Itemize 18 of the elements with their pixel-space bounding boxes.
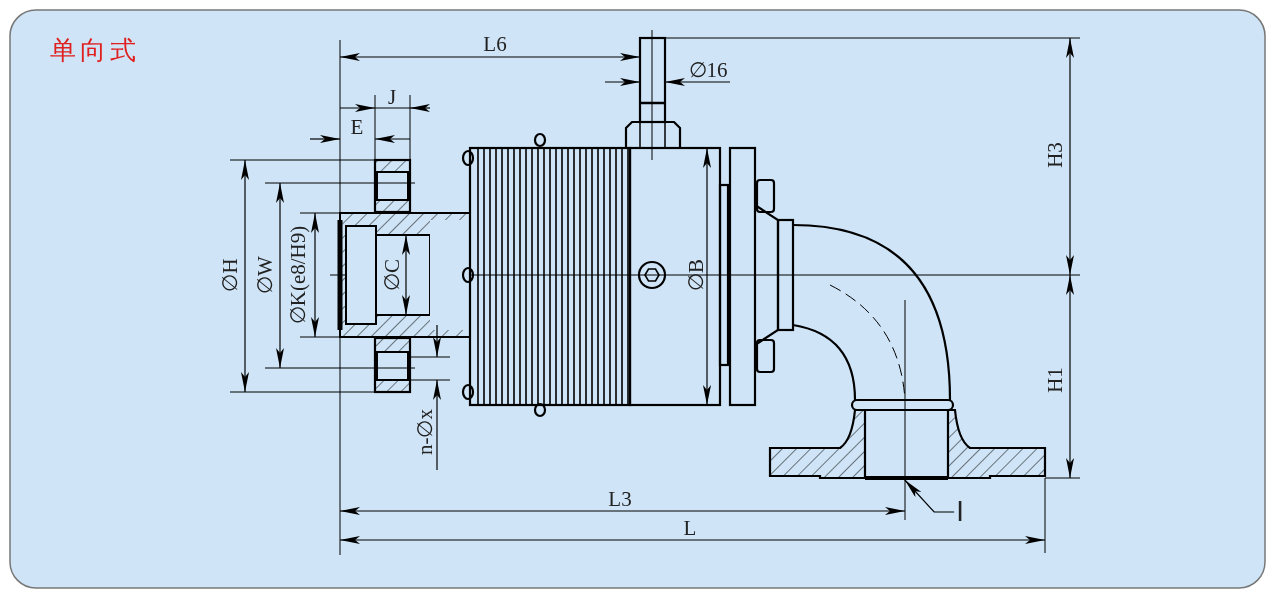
weld-seam: [865, 476, 948, 480]
dimension-label: H1: [1044, 367, 1066, 393]
dimension-label: H3: [1044, 142, 1066, 168]
dimension-label: ∅W: [254, 256, 276, 294]
dimension-label: L: [683, 517, 697, 539]
diagram-title: 单向式: [50, 37, 140, 63]
dimension-label: ∅H: [219, 258, 241, 292]
dimension-label: E: [350, 116, 364, 138]
leader-line: [904, 479, 955, 513]
detail-mark: I: [954, 499, 966, 525]
dimension-label: J: [387, 86, 397, 108]
dimension-label: L3: [608, 488, 632, 510]
dimension-label: ∅B: [685, 259, 707, 291]
dimension-label: n-∅x: [414, 409, 436, 455]
dimension-label: ∅C: [381, 259, 403, 291]
dimension-label: ∅K(e8/H9): [287, 225, 309, 325]
dimension-label: ∅16: [688, 59, 728, 81]
dimension-label: L6: [483, 33, 507, 55]
